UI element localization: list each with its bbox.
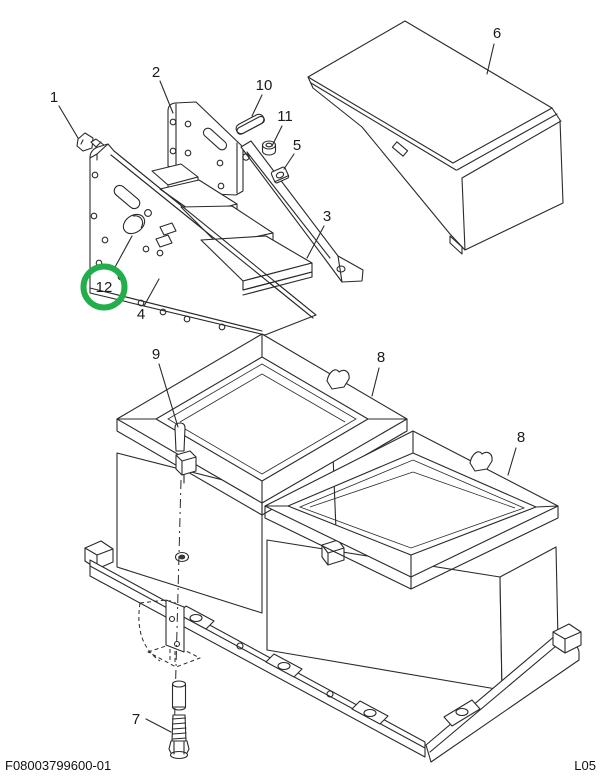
- callout-3[interactable]: 3: [323, 208, 331, 225]
- leader-line-12: [113, 235, 133, 270]
- pin-part-9: [174, 422, 197, 484]
- centerline: [173, 479, 182, 743]
- bolt-part-7: [168, 714, 190, 760]
- callout-12[interactable]: 12: [96, 279, 113, 296]
- callout-10[interactable]: 10: [256, 77, 273, 94]
- bolt-hole-washer: [174, 551, 190, 563]
- callout-5[interactable]: 5: [293, 137, 301, 154]
- step-treads: [110, 150, 317, 319]
- leader-line-6: [486, 43, 495, 75]
- phantom-bracket: [138, 599, 201, 668]
- nut-part-11: [261, 140, 277, 156]
- leader-line-8b: [507, 447, 517, 476]
- callout-8a[interactable]: 8: [377, 349, 385, 366]
- callout-7[interactable]: 7: [132, 711, 140, 728]
- spacer-part-10: [235, 113, 265, 135]
- leader-line-10: [251, 94, 263, 117]
- leader-line-7: [145, 718, 172, 733]
- step-bracket-assembly: [76, 101, 364, 336]
- callout-9[interactable]: 9: [152, 346, 160, 363]
- callouts: 1 2 10 11 5 6 3 4 12 9 8 8 7: [50, 25, 525, 733]
- sleeve-spacer: [171, 680, 187, 711]
- battery-box-assembly: [84, 333, 582, 763]
- clip-nut-part-5: [270, 166, 290, 184]
- figure-part-number: F08003799600-01: [5, 758, 111, 773]
- callout-8b[interactable]: 8: [517, 429, 525, 446]
- callout-11[interactable]: 11: [277, 108, 293, 125]
- battery-box-right: [266, 539, 559, 691]
- leader-line-2: [159, 80, 174, 114]
- cover-part-6: [307, 20, 564, 255]
- callout-6[interactable]: 6: [493, 25, 501, 42]
- holddown-frame-part-8-right: [264, 430, 559, 590]
- leader-line-3: [306, 225, 325, 259]
- callout-4[interactable]: 4: [137, 306, 145, 323]
- leader-line-9: [158, 363, 179, 428]
- page-code: L05: [574, 758, 596, 773]
- highlight-ring[interactable]: [80, 263, 128, 311]
- leader-line-11: [271, 125, 283, 147]
- callout-2[interactable]: 2: [152, 64, 160, 81]
- leader-line-5: [283, 153, 295, 170]
- plug-part-12: [122, 213, 146, 235]
- leader-line-8a: [371, 367, 380, 397]
- callout-1[interactable]: 1: [50, 89, 58, 106]
- leader-line-4: [143, 278, 160, 307]
- leader-line-1: [58, 105, 79, 139]
- side-rail-part-3: [240, 140, 364, 283]
